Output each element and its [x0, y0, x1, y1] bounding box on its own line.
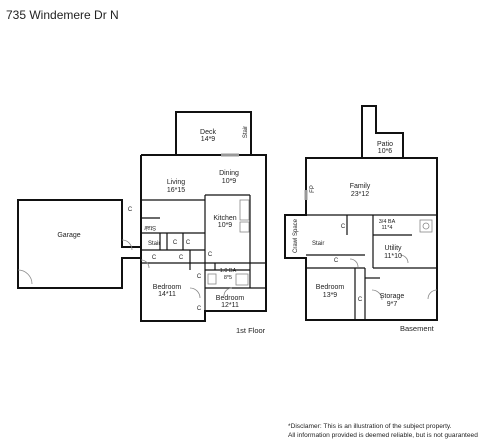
crawl-space-label: Crawl Space: [293, 218, 299, 253]
bedroom-1-label: Bedroom: [153, 284, 182, 291]
closet-label: C: [173, 240, 178, 246]
living-dims: 16*15: [167, 187, 185, 194]
family-dims: 23*12: [351, 191, 369, 198]
basement-bedroom-label: Bedroom: [316, 284, 345, 291]
first-floor-interior-walls: [141, 194, 266, 321]
closet-label: C: [334, 258, 339, 264]
basement-door-swings: [304, 190, 438, 301]
deck-dims: 14*9: [201, 136, 216, 143]
closet-label: C: [341, 224, 346, 230]
basement-stair-label: Stair: [312, 241, 324, 247]
first-floor-door-swings: [17, 153, 250, 299]
first-floor-caption: 1st Floor: [236, 326, 266, 335]
utility-label: Utility: [384, 245, 402, 252]
basement-caption: Basement: [400, 324, 435, 333]
disclaimer: *Disclamer: This is an illustration of t…: [288, 423, 478, 440]
property-title: 735 Windemere Dr N: [6, 8, 119, 22]
disclaimer-line-1: *Disclamer: This is an illustration of t…: [288, 423, 452, 430]
living-label: Living: [167, 179, 185, 186]
closet-label: C: [208, 252, 213, 258]
bedroom-2-dims: 12*11: [221, 302, 239, 309]
patio-label: Patio: [377, 141, 393, 148]
deck-label: Deck: [200, 129, 216, 136]
patio-outline: [361, 105, 404, 158]
basement-bath-dims: 11*4: [382, 225, 393, 231]
bedroom-1-dims: 14*11: [158, 291, 176, 298]
basement-outline: [284, 157, 438, 321]
basement-walls: [284, 105, 438, 321]
garage-outline: [17, 199, 142, 289]
first-floor-labels: Deck 14*9 Stair Living 16*15 Dining 10*9…: [57, 126, 265, 335]
closet-label: C: [128, 207, 133, 213]
basement-bath-label: 3/4 BA: [379, 219, 396, 225]
basement-bedroom-dims: 13*9: [323, 292, 338, 299]
first-floor-bath-dims: 8*5: [224, 275, 232, 281]
kitchen-label: Kitchen: [213, 215, 236, 222]
stair-label-lower: Stair: [148, 241, 160, 247]
basement-interior-walls: [306, 214, 437, 320]
stair-label-upper: Stair: [144, 224, 156, 230]
storage-dims: 9*7: [387, 301, 398, 308]
floor-plan-drawing: Deck 14*9 Stair Living 16*15 Dining 10*9…: [17, 105, 438, 335]
dining-dims: 10*9: [222, 178, 237, 185]
basement-labels: Patio 10*6 Family 23*12 FP Crawl Space S…: [293, 141, 435, 333]
bedroom-2-label: Bedroom: [216, 295, 245, 302]
stair-label-deck: Stair: [243, 126, 249, 138]
closet-label: C: [179, 255, 184, 261]
disclaimer-line-2: All information provided is deemed relia…: [288, 431, 478, 439]
closet-label: C: [197, 274, 202, 280]
kitchen-dims: 10*9: [218, 222, 233, 229]
patio-dims: 10*6: [378, 148, 393, 155]
closet-label: C: [152, 255, 157, 261]
utility-dims: 11*10: [384, 253, 402, 260]
garage-label: Garage: [57, 232, 80, 239]
closet-label: C: [197, 306, 202, 312]
closet-label: C: [358, 297, 363, 303]
first-floor-bath-label: 1.0 BA: [220, 268, 237, 274]
family-label: Family: [350, 183, 371, 190]
closet-label: C: [186, 240, 191, 246]
storage-label: Storage: [380, 293, 405, 300]
fireplace-label: FP: [310, 185, 316, 193]
dining-label: Dining: [219, 170, 239, 177]
